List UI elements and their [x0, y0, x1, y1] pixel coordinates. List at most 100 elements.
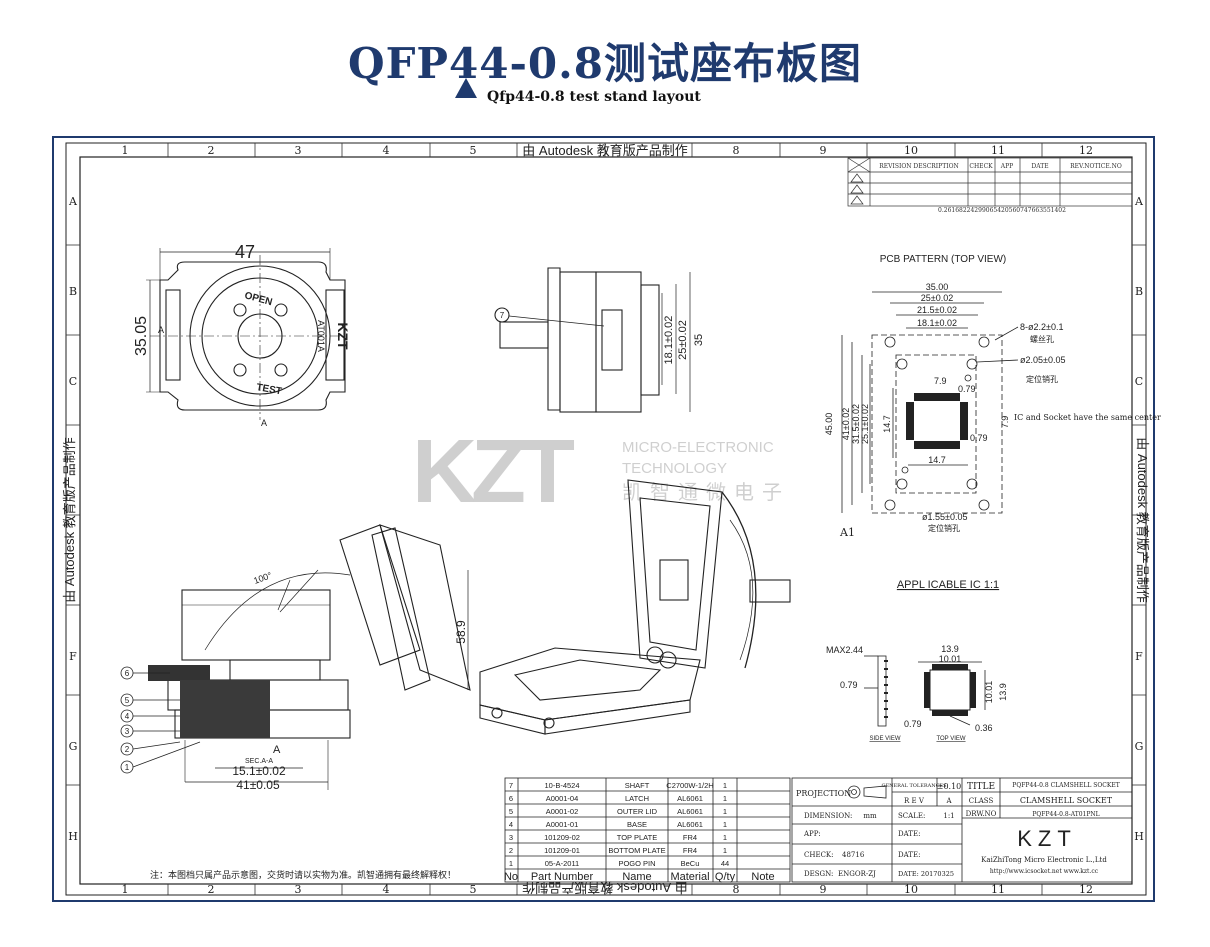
side-dim-2: 25±0.02: [677, 320, 689, 360]
col-label: 8: [733, 144, 740, 157]
bom-cell: 05-A-2011: [545, 859, 579, 868]
pcb-pads: [906, 393, 968, 449]
bom-cell: 5: [509, 807, 513, 816]
pitch-b: 0.79: [958, 384, 976, 394]
title-label: TITLE: [967, 782, 995, 792]
col-label: 3: [295, 883, 302, 896]
ic-top-view-label: TOP VIEW: [936, 736, 965, 742]
bom-cell: 1: [723, 807, 727, 816]
callout-num: 4: [125, 712, 130, 721]
col-label: 10: [904, 883, 918, 896]
col-label: 9: [820, 144, 827, 157]
check-value: 48716: [842, 851, 865, 859]
check-label: CHECK:: [804, 851, 834, 859]
bom-cell: 6: [509, 794, 513, 803]
autodesk-stamp-top: 由 Autodesk 教育版产品制作: [522, 143, 687, 158]
column-grid: [66, 143, 1146, 895]
dimension-value: mm: [863, 812, 877, 820]
pcb-dim-h3: 21.5±0.02: [917, 305, 957, 315]
scale-label: SCALE:: [898, 812, 925, 820]
center-note: IC and Socket have the same center: [1014, 413, 1161, 422]
open-label: OPEN: [243, 290, 273, 308]
bom-cell: 1: [723, 794, 727, 803]
bom-cell: LATCH: [625, 794, 649, 803]
autodesk-stamp-left: 由 Autodesk 教育版产品制作: [62, 437, 77, 602]
socket-front-view: [167, 524, 471, 790]
tolerance-label: GENERAL TOLERANCES: [881, 783, 947, 789]
bom-cell: BOTTOM PLATE: [608, 846, 665, 855]
bom-cell: 101209-01: [544, 846, 580, 855]
bom-cell: 10-B-4524: [544, 781, 579, 790]
bom-cell: AL6061: [677, 794, 703, 803]
autodesk-stamp-right: 由 Autodesk 教育版产品制作: [1135, 437, 1150, 602]
col-label: 10: [904, 144, 918, 157]
row-labels: A B C F G H A B C F G H: [68, 195, 1144, 843]
bom-cell: 1: [723, 833, 727, 842]
class-value: CLAMSHELL SOCKET: [1020, 796, 1113, 805]
pitch-a: 7.9: [934, 376, 947, 386]
socket-side-view: [494, 267, 691, 413]
ic-body-v: 13.9: [998, 683, 1008, 701]
rev-header: APP: [1000, 163, 1013, 170]
pcb-dim-v1: 45.00: [824, 413, 834, 436]
row-label: A: [68, 195, 78, 208]
desgn-label: DESGN:: [804, 870, 833, 878]
part-side-label: AT001A: [316, 320, 326, 352]
watermark-line2: TECHNOLOGY: [622, 460, 727, 477]
col-label: 1: [122, 883, 129, 896]
pcb-dim-h4: 18.1±0.02: [917, 318, 957, 328]
col-label: 12: [1079, 144, 1093, 157]
bom-cell: A0001-04: [546, 794, 579, 803]
bom-cell: 3: [509, 833, 513, 842]
hole-note-1-cn: 螺丝孔: [1030, 334, 1054, 344]
bom-cell: 2: [509, 846, 513, 855]
doc-number: 0.26168224299065420560747663551402: [938, 207, 1066, 214]
watermark-logo: KZT: [412, 422, 575, 522]
hole-note-2-cn: 定位销孔: [1026, 374, 1058, 384]
projection-label: PROJECTION: [796, 789, 851, 798]
bom-cell: A0001-02: [546, 807, 579, 816]
ic-title: APPL ICABLE IC 1:1: [897, 579, 999, 591]
bom-cell: BeCu: [681, 859, 700, 868]
hole-note-2: ø2.05±0.05: [1020, 355, 1065, 365]
bom-header-material: Material: [670, 871, 709, 883]
side-callout: 7: [500, 311, 505, 320]
row-label: G: [1135, 740, 1144, 753]
rev-header: REV.NOTICE.NO: [1070, 163, 1122, 170]
bom-cell: POGO PIN: [618, 859, 655, 868]
bom-cell: AL6061: [677, 807, 703, 816]
page-subtitle: Qfp44-0.8 test stand layout: [487, 89, 701, 105]
row-label: B: [1135, 285, 1143, 298]
front-dim-outer: 41±0.05: [236, 778, 280, 792]
row-label: H: [68, 830, 78, 843]
open-angle: 100°: [252, 570, 273, 586]
hole-note-1: 8-ø2.2±0.1: [1020, 322, 1063, 332]
section-mark-bottom: A: [261, 418, 267, 428]
latch-shape: [148, 665, 210, 681]
pcb-title: PCB PATTERN (TOP VIEW): [880, 254, 1007, 265]
bom-cell: C2700W-1/2H: [666, 781, 713, 790]
bom-header-part: Part Number: [531, 871, 594, 883]
hole-note-3-cn: 定位销孔: [928, 523, 960, 533]
pcb-dim-v4: 25.1±0.02: [860, 404, 870, 444]
pcb-pattern: [841, 291, 1019, 514]
col-label: 4: [383, 144, 390, 157]
bom-cell: FR4: [683, 833, 697, 842]
bom-cell: 7: [509, 781, 513, 790]
rev-header: REVISION DESCRIPTION: [879, 163, 959, 170]
ic-pitch: 0.79: [904, 719, 922, 729]
class-label: CLASS: [969, 797, 994, 805]
section-mark: A: [273, 744, 281, 756]
bom-cell: AL6061: [677, 820, 703, 829]
pcb-dim-v2: 41±0.02: [841, 408, 851, 440]
bom-cell: 1: [723, 781, 727, 790]
brand-side-label: KZT: [335, 322, 351, 350]
hole-note-3: ø1.55±0.05: [922, 512, 967, 522]
test-label: TEST: [255, 382, 282, 397]
dimension-label: DIMENSION:: [804, 812, 852, 820]
bom-cell: OUTER LID: [617, 807, 658, 816]
col-label: 2: [208, 144, 215, 157]
socket-isometric-view: [479, 479, 791, 735]
ic-max-height: MAX2.44: [826, 645, 863, 655]
